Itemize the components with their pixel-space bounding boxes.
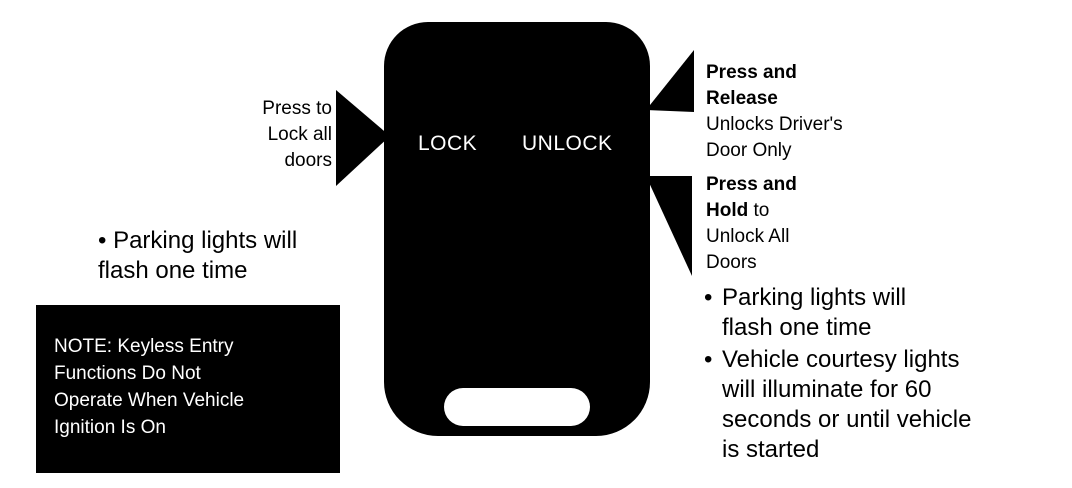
note-line: Ignition Is On <box>54 417 166 438</box>
key-fob-icon: LOCK UNLOCK <box>384 22 650 436</box>
press-lock-line: Press to <box>262 98 332 119</box>
bullet-text-line: flash one time <box>722 314 872 341</box>
press-release-caption: Press and Release Unlocks Driver's Door … <box>706 60 926 164</box>
release-desc-line: Door Only <box>706 140 792 161</box>
fob-slot <box>444 388 590 426</box>
list-item: • Vehicle courtesy lights will illuminat… <box>704 345 1054 465</box>
press-lock-caption: Press to Lock all doors <box>230 96 332 174</box>
hold-desc-line: Unlock All <box>706 226 790 247</box>
list-item: • Parking lights will flash one time <box>704 283 1054 343</box>
bullet-text-line: flash one time <box>98 257 248 284</box>
lock-parking-lights-bullet: • Parking lights will flash one time <box>98 226 368 286</box>
press-lock-line: doors <box>284 150 332 171</box>
bullet-icon: • <box>704 346 713 373</box>
hold-desc-line: Doors <box>706 252 757 273</box>
lock-pointer-icon <box>336 90 390 186</box>
bullet-text-line: Parking lights will <box>722 284 907 311</box>
note-text: NOTE: Keyless Entry Functions Do Not Ope… <box>54 333 324 441</box>
note-line: NOTE: Keyless Entry <box>54 336 234 357</box>
bullet-text-line: is started <box>722 436 820 463</box>
note-line: Functions Do Not <box>54 363 201 384</box>
bullet-text-line: Parking lights will <box>113 227 298 254</box>
bullet-text-line: Vehicle courtesy lights <box>722 346 960 373</box>
note-box: NOTE: Keyless Entry Functions Do Not Ope… <box>36 305 340 473</box>
release-heading-line: Release <box>706 88 778 109</box>
press-hold-caption: Press and Hold to Unlock All Doors <box>706 172 926 276</box>
hold-heading-line: Press and <box>706 174 797 195</box>
bullet-text-line: will illuminate for 60 <box>722 376 932 403</box>
hold-pointer-icon <box>646 176 692 276</box>
bullet-icon: • <box>98 227 107 254</box>
release-desc-line: Unlocks Driver's <box>706 114 843 135</box>
unlock-bullet-list: • Parking lights will flash one time • V… <box>704 283 1054 465</box>
bullet-icon: • <box>704 284 713 311</box>
release-heading-line: Press and <box>706 62 797 83</box>
release-pointer-icon <box>646 50 694 112</box>
press-lock-line: Lock all <box>267 124 332 145</box>
hold-keyword: Hold <box>706 200 749 221</box>
bullet-text-line: seconds or until vehicle <box>722 406 972 433</box>
lock-button[interactable]: LOCK <box>418 132 478 155</box>
hold-suffix: to <box>748 200 770 221</box>
note-line: Operate When Vehicle <box>54 390 245 411</box>
hold-heading-line: Hold to <box>706 198 926 224</box>
unlock-button[interactable]: UNLOCK <box>522 132 613 155</box>
